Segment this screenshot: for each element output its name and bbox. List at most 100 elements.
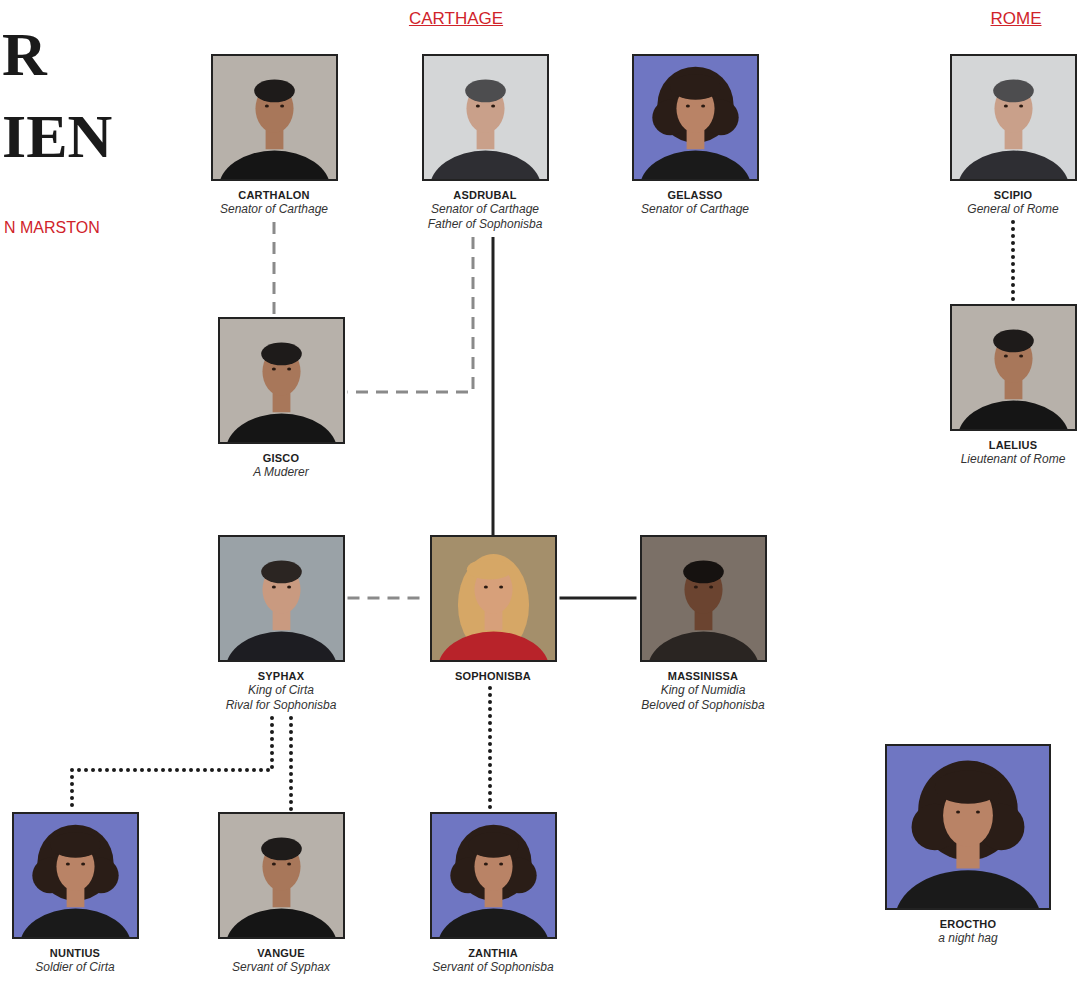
character-role: Soldier of Cirta <box>12 960 139 975</box>
character-role: Servant of Syphax <box>218 960 345 975</box>
dashed-connector <box>273 222 276 317</box>
portrait-photo <box>632 54 759 181</box>
eye <box>1003 105 1007 108</box>
eye <box>491 105 495 108</box>
photo-frame <box>212 55 337 180</box>
portrait-photo <box>218 535 345 662</box>
eye <box>65 863 69 866</box>
portrait-photo <box>218 317 345 444</box>
hair <box>670 74 721 99</box>
hair <box>50 832 101 857</box>
shoulders <box>19 909 131 939</box>
hair <box>261 560 302 583</box>
eye <box>280 105 284 108</box>
hair <box>993 79 1034 102</box>
eye <box>271 368 275 371</box>
photo-frame <box>219 813 344 938</box>
character-card: EROCTHOa night hag <box>882 744 1054 946</box>
character-name: ZANTHIA <box>430 946 557 960</box>
character-card: GISCOA Muderer <box>215 317 348 480</box>
character-card: CARTHALONSenator of Carthage <box>208 54 341 217</box>
photo-frame <box>641 536 766 661</box>
character-role: a night hag <box>885 931 1051 946</box>
solid-connector <box>492 237 495 535</box>
eye <box>1019 355 1023 358</box>
shoulders <box>225 414 337 444</box>
character-name: SOPHONISBA <box>430 669 557 683</box>
portrait-photo <box>950 54 1077 181</box>
photo-frame <box>951 305 1076 430</box>
character-name: NUNTIUS <box>12 946 139 960</box>
character-card: ASDRUBALSenator of CarthageFather of Sop… <box>419 54 552 232</box>
eye <box>499 863 503 866</box>
photo-frame <box>13 813 138 938</box>
hair <box>935 771 1001 804</box>
character-name: CARTHALON <box>211 188 338 202</box>
portrait-photo <box>640 535 767 662</box>
character-card: SYPHAXKing of CirtaRival for Sophonisba <box>215 535 348 713</box>
title-fragment: N MARSTON <box>4 218 100 238</box>
character-name: GISCO <box>218 451 345 465</box>
eye <box>287 863 291 866</box>
shoulders <box>957 401 1069 431</box>
character-role: Senator of Carthage <box>422 202 549 217</box>
character-name: MASSINISSA <box>640 669 767 683</box>
hair <box>261 342 302 365</box>
eye <box>1019 105 1023 108</box>
eye <box>976 811 980 814</box>
title-fragment: IEN <box>2 104 112 168</box>
eye <box>475 105 479 108</box>
photo-frame <box>633 55 758 180</box>
hair <box>466 559 512 579</box>
character-name: SYPHAX <box>218 669 345 683</box>
character-card: VANGUEServant of Syphax <box>215 812 348 975</box>
portrait-photo <box>422 54 549 181</box>
eye <box>81 863 85 866</box>
photo-frame <box>423 55 548 180</box>
shoulders <box>225 909 337 939</box>
solid-connector <box>560 597 637 600</box>
character-role: Beloved of Sophonisba <box>640 698 767 713</box>
character-role: Senator of Carthage <box>211 202 338 217</box>
photo-frame <box>951 55 1076 180</box>
hair <box>468 832 519 857</box>
eye <box>483 863 487 866</box>
character-card: SOPHONISBA <box>427 535 560 683</box>
character-role: Senator of Carthage <box>632 202 759 217</box>
hair <box>261 837 302 860</box>
portrait-photo <box>885 744 1051 910</box>
hair <box>993 329 1034 352</box>
character-card: ZANTHIAServant of Sophonisba <box>427 812 560 975</box>
shoulders <box>437 909 549 939</box>
eye <box>685 105 689 108</box>
portrait-photo <box>218 812 345 939</box>
character-name: GELASSO <box>632 188 759 202</box>
eye <box>287 368 291 371</box>
shoulders <box>895 870 1041 910</box>
character-name: EROCTHO <box>885 917 1051 931</box>
character-role: Rival for Sophonisba <box>218 698 345 713</box>
shoulders <box>225 632 337 662</box>
eye <box>271 863 275 866</box>
character-name: SCIPIO <box>950 188 1077 202</box>
character-role: Servant of Sophonisba <box>430 960 557 975</box>
eye <box>264 105 268 108</box>
eye <box>956 811 960 814</box>
character-card: MASSINISSAKing of NumidiaBeloved of Soph… <box>637 535 770 713</box>
character-name: VANGUE <box>218 946 345 960</box>
photo-frame <box>431 813 556 938</box>
dotted-connector <box>72 718 272 812</box>
character-card: NUNTIUSSoldier of Cirta <box>9 812 142 975</box>
character-role: Lieutenant of Rome <box>950 452 1077 467</box>
eye <box>709 586 713 589</box>
portrait-photo <box>430 812 557 939</box>
dashed-connector <box>348 237 474 392</box>
character-card: GELASSOSenator of Carthage <box>629 54 762 217</box>
title-fragment: R <box>2 22 47 86</box>
character-card: LAELIUSLieutenant of Rome <box>947 304 1080 467</box>
photo-frame <box>886 745 1050 909</box>
eye <box>287 586 291 589</box>
shoulders <box>647 632 759 662</box>
eye <box>499 586 503 589</box>
